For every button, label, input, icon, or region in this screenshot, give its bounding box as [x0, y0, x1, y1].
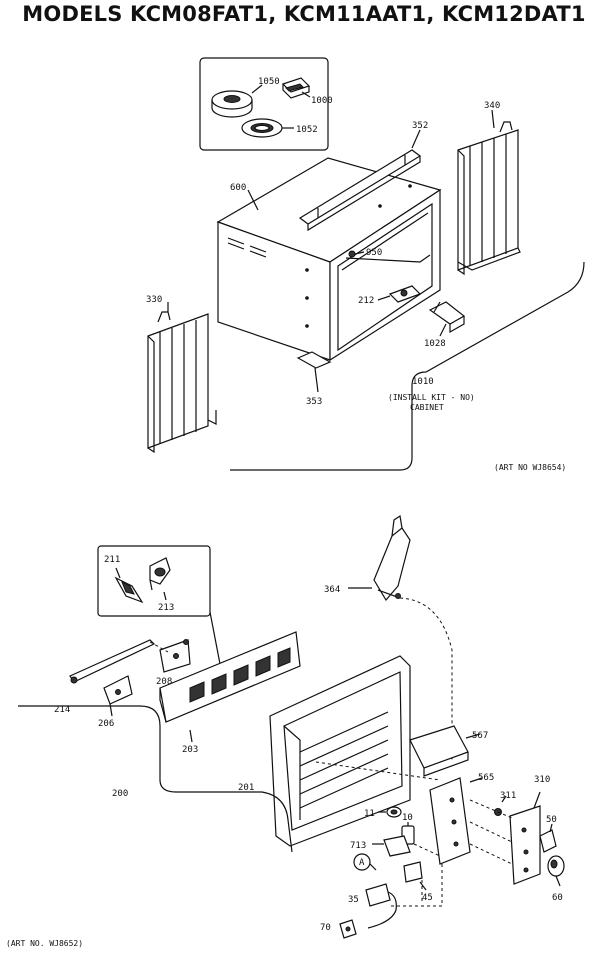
chassis-bracket-curve	[18, 705, 293, 853]
label-600: 600	[230, 183, 246, 193]
install-kit-note-cabinet: CABINET	[410, 403, 444, 412]
part-565-switch-box	[429, 777, 483, 865]
part-330-side-curtain	[147, 311, 217, 454]
control-parts-inset	[97, 545, 221, 665]
label-200: 200	[112, 789, 128, 799]
part-70-plug	[339, 919, 357, 939]
diagram-title: MODELS KCM08FAT1, KCM11AAT1, KCM12DAT1	[22, 2, 586, 26]
part-340-side-curtain	[457, 121, 521, 276]
wiring-dashed-lines	[315, 761, 513, 907]
part-713-clip	[372, 835, 411, 857]
part-352-rail	[298, 149, 422, 232]
label-1010: 1010	[412, 377, 434, 387]
label-211: 211	[104, 555, 120, 565]
label-713: 713	[350, 841, 366, 851]
lever-cable	[399, 597, 453, 760]
part-213-switch-clip	[149, 557, 171, 591]
label-214: 214	[54, 705, 70, 715]
part-11-bushing	[378, 806, 402, 818]
part-1052-grommet	[241, 118, 283, 138]
label-1028: 1028	[424, 339, 446, 349]
part-35-cord	[365, 883, 397, 929]
label-50: 50	[546, 815, 557, 825]
part-1050-bushing	[211, 90, 253, 118]
connector-a-marker	[353, 853, 377, 871]
part-45-terminal	[403, 861, 427, 891]
cabinet-louvers	[227, 237, 267, 258]
label-11: 11	[364, 809, 375, 819]
label-330: 330	[146, 295, 162, 305]
hardware-inset	[199, 57, 329, 151]
label-340: 340	[484, 101, 500, 111]
label-1000: 1000	[311, 96, 333, 106]
label-35: 35	[348, 895, 359, 905]
install-kit-note: (INSTALL KIT - NO)	[388, 393, 475, 402]
label-364: 364	[324, 585, 340, 595]
label-311: 311	[500, 791, 516, 801]
part-203-control-panel	[159, 631, 301, 743]
part-567-support	[409, 725, 481, 777]
label-10: 10	[402, 813, 413, 823]
upper-leader-lines	[167, 109, 495, 337]
lower-assembly: 211 213 364 208 214 206 203 567 200 201 …	[6, 514, 565, 948]
label-a: A	[359, 858, 365, 868]
part-950-screw	[348, 250, 365, 258]
part-211-clip	[114, 576, 144, 604]
label-352: 352	[412, 121, 428, 131]
part-60-knob	[547, 855, 565, 887]
part-212-bracket	[377, 285, 422, 303]
part-353-rail	[296, 351, 332, 393]
label-212: 212	[358, 296, 374, 306]
label-201: 201	[238, 783, 254, 793]
label-1052: 1052	[296, 125, 318, 135]
label-565: 565	[478, 773, 494, 783]
part-364-damper-lever	[348, 514, 411, 602]
part-50-knob	[539, 823, 557, 853]
label-60: 60	[552, 893, 563, 903]
label-206: 206	[98, 719, 114, 729]
label-208: 208	[156, 677, 172, 687]
label-203: 203	[182, 745, 198, 755]
part-310-selector-switch	[509, 791, 541, 885]
part-1028-sill-bracket	[428, 301, 466, 334]
part-206-bracket	[103, 675, 133, 717]
upper-assembly: 1050 1000 1052 352 340 600 950 212 330 1…	[146, 57, 585, 472]
label-950: 950	[366, 248, 382, 258]
art-number-upper: (ART NO WJ8654)	[494, 463, 566, 472]
label-70: 70	[320, 923, 331, 933]
part-208-bracket	[159, 639, 191, 673]
label-1050: 1050	[258, 77, 280, 87]
part-1000-clip	[281, 77, 311, 99]
part-214-rod	[69, 639, 169, 684]
label-567: 567	[472, 731, 488, 741]
install-kit-bracket-curve	[230, 261, 585, 471]
art-number-lower: (ART NO. WJ8652)	[6, 939, 83, 948]
label-213: 213	[158, 603, 174, 613]
label-310: 310	[534, 775, 550, 785]
label-45: 45	[422, 893, 433, 903]
label-353: 353	[306, 397, 322, 407]
part-600-cabinet	[216, 157, 442, 362]
part-201-front-grille	[269, 655, 411, 847]
